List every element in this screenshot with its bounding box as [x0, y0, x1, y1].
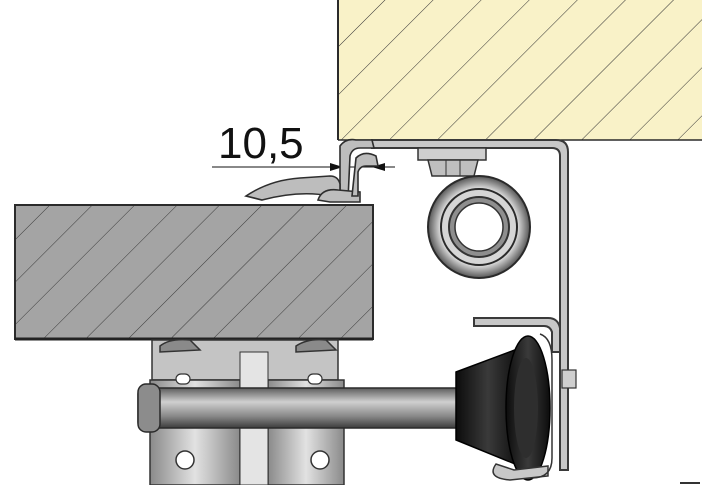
dimension-arrow-left: [330, 163, 343, 171]
hex-bolt-icon: [417, 147, 487, 177]
door-bolt-icon: [137, 383, 469, 433]
wall-frame: [337, 0, 702, 141]
seal-clip: [244, 138, 379, 203]
dimension-label: 10,5: [218, 119, 304, 168]
dimension-arrow-right: [372, 163, 385, 171]
dimension-annotation: 10,5: [212, 119, 395, 171]
door-panel: [14, 204, 374, 341]
handle-knob-icon: [455, 333, 577, 481]
nut-washer-icon: [427, 175, 531, 279]
